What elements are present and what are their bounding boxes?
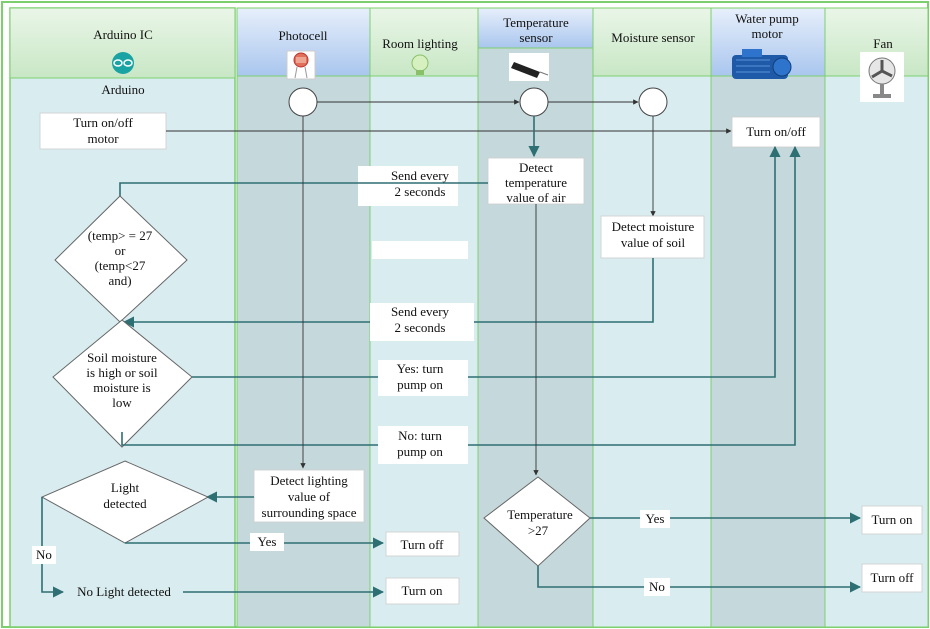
fan-no-label: No xyxy=(649,579,665,594)
arduino-caption: Arduino xyxy=(101,82,144,97)
lane-title-room-lighting: Room lighting xyxy=(382,36,458,51)
blank-room-lighting-box xyxy=(372,241,468,259)
start-node-moisture xyxy=(638,87,668,117)
water-pump-icon xyxy=(732,49,792,79)
fan-turn-off-node: Turn off xyxy=(871,570,915,585)
turn-off-node: Turn off xyxy=(401,537,445,552)
pump-turn-onoff-node: Turn on/off xyxy=(746,124,806,139)
lane-pump xyxy=(710,7,826,628)
lane-title-moisture: Moisture sensor xyxy=(611,30,695,45)
temp-gt27-label: Temperature>27 xyxy=(507,507,573,538)
no-light-detected-node: No Light detected xyxy=(77,584,171,599)
light-no-label: No xyxy=(36,547,52,562)
turn-on-node: Turn on xyxy=(401,583,443,598)
lane-title-fan: Fan xyxy=(873,36,893,51)
light-bulb-icon xyxy=(411,54,429,75)
light-yes-label: Yes xyxy=(258,534,277,549)
start-node-temperature xyxy=(519,87,549,117)
fan-turn-on-node: Turn on xyxy=(871,512,913,527)
start-node-photocell xyxy=(288,87,318,117)
photocell-icon xyxy=(286,50,316,80)
lane-title-photocell: Photocell xyxy=(278,28,327,43)
fan-icon xyxy=(860,52,904,102)
lane-title-arduino: Arduino IC xyxy=(93,27,153,42)
arduino-logo-icon xyxy=(112,52,134,74)
temperature-sensor-icon xyxy=(509,53,549,81)
fan-yes-label: Yes xyxy=(646,511,665,526)
soil-condition-decision xyxy=(52,319,193,448)
